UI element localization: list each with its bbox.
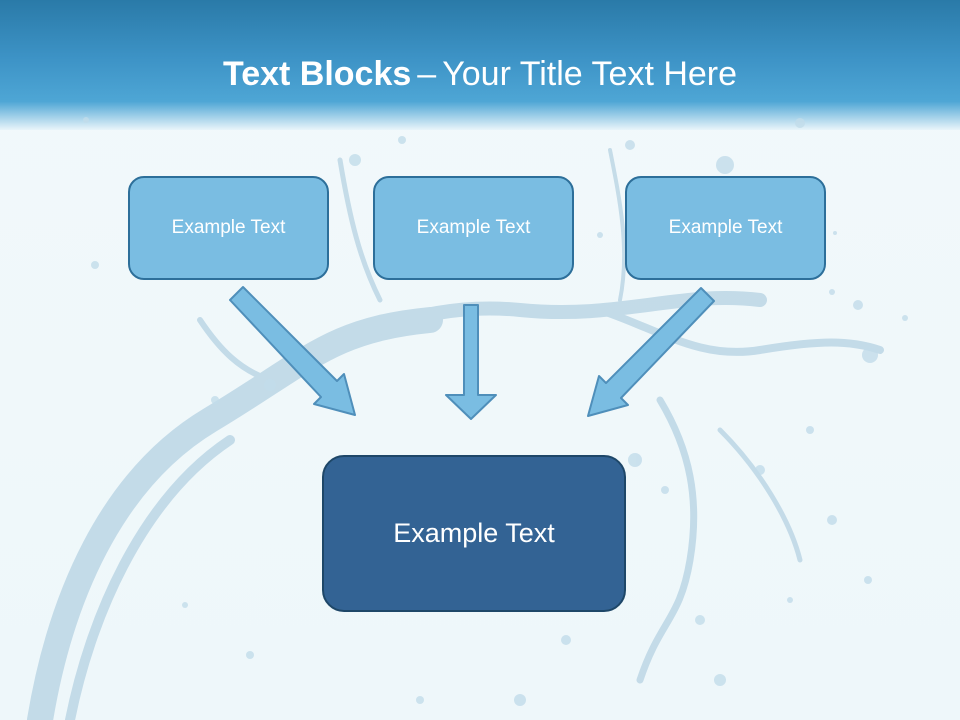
title-dash: – xyxy=(417,55,437,93)
title-bold-part: Text Blocks xyxy=(222,55,412,93)
top-box-right: Example Text xyxy=(625,176,826,280)
title-bar xyxy=(0,0,960,130)
top-box-left: Example Text xyxy=(128,176,329,280)
title-rest-part: Your Title Text Here xyxy=(442,55,738,93)
bottom-box: Example Text xyxy=(322,455,626,612)
slide-title: Text Blocks–Your Title Text Here xyxy=(0,52,960,96)
arrow-right xyxy=(587,287,715,417)
arrow-center xyxy=(445,304,497,420)
top-box-center: Example Text xyxy=(373,176,574,280)
arrow-left xyxy=(229,286,356,416)
